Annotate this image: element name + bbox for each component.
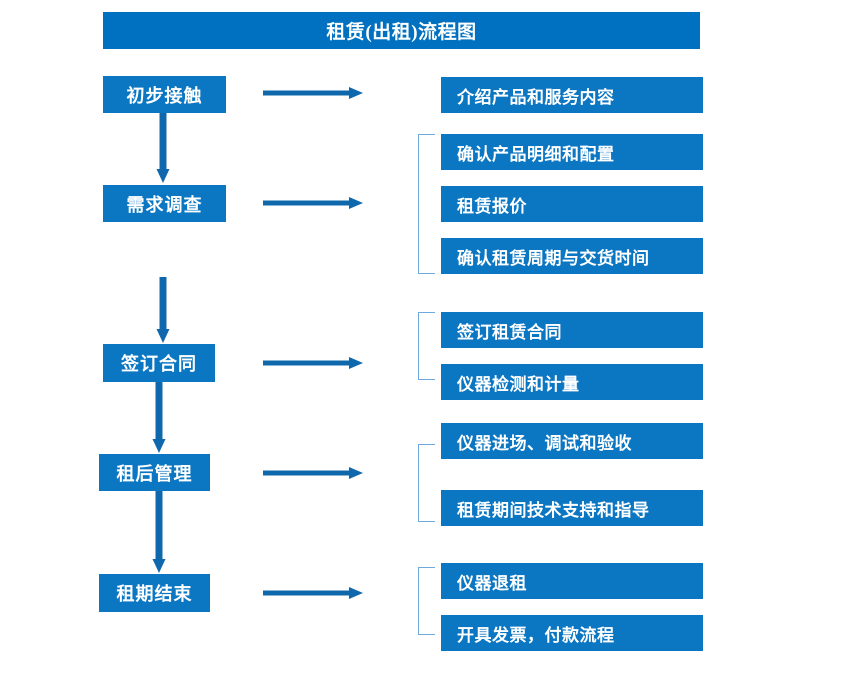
group-bracket-sign-contract — [418, 312, 435, 380]
task-box-invoice-payment-process[interactable]: 开具发票，付款流程 — [441, 615, 703, 651]
flow-arrow-down-initial-to-needs — [156, 113, 170, 183]
task-box-introduce-products[interactable]: 介绍产品和服务内容 — [441, 77, 703, 113]
task-box-instrument-entry-commissioning-acceptance[interactable]: 仪器进场、调试和验收 — [441, 423, 703, 459]
flow-arrow-right-needs-survey — [263, 197, 363, 209]
task-box-confirm-product-details[interactable]: 确认产品明细和配置 — [441, 134, 703, 170]
stage-box-sign-contract[interactable]: 签订合同 — [103, 344, 215, 382]
task-box-sign-rental-contract[interactable]: 签订租赁合同 — [441, 312, 703, 348]
flow-arrow-right-initial-contact — [263, 87, 363, 99]
flow-arrow-right-post-rental-management — [263, 467, 363, 479]
flow-arrow-right-lease-end — [263, 587, 363, 599]
task-box-instrument-inspection-metrology[interactable]: 仪器检测和计量 — [441, 364, 703, 400]
flow-arrow-down-needs-to-contract — [156, 277, 170, 343]
task-box-rental-period-technical-support[interactable]: 租赁期间技术支持和指导 — [441, 490, 703, 526]
task-box-instrument-return[interactable]: 仪器退租 — [441, 563, 703, 599]
flow-arrow-right-sign-contract — [263, 357, 363, 369]
flow-arrow-down-management-to-lease-end — [152, 491, 166, 573]
flow-arrow-down-contract-to-management — [152, 382, 166, 453]
stage-box-needs-survey[interactable]: 需求调查 — [103, 185, 226, 222]
group-bracket-needs-survey — [418, 134, 435, 274]
task-box-rental-quotation[interactable]: 租赁报价 — [441, 186, 703, 222]
stage-box-initial-contact[interactable]: 初步接触 — [103, 76, 226, 113]
diagram-title: 租赁(出租)流程图 — [103, 12, 700, 49]
group-bracket-lease-end — [418, 567, 435, 635]
stage-box-post-rental-management[interactable]: 租后管理 — [99, 454, 210, 491]
stage-box-lease-end[interactable]: 租期结束 — [99, 574, 210, 612]
group-bracket-post-rental-management — [418, 444, 435, 522]
task-box-confirm-rental-period-delivery[interactable]: 确认租赁周期与交货时间 — [441, 238, 703, 274]
